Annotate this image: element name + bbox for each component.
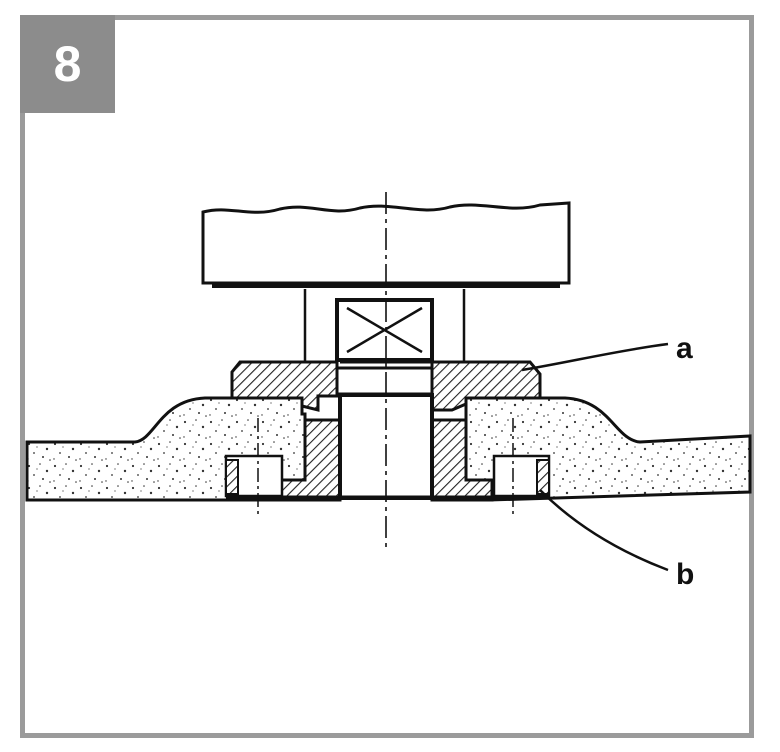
leader-a — [521, 342, 669, 372]
label-a: a — [676, 332, 693, 365]
leader-b — [539, 489, 669, 572]
step-number: 8 — [53, 36, 82, 92]
label-b: b — [676, 558, 695, 591]
step-badge: 8 — [20, 15, 115, 113]
